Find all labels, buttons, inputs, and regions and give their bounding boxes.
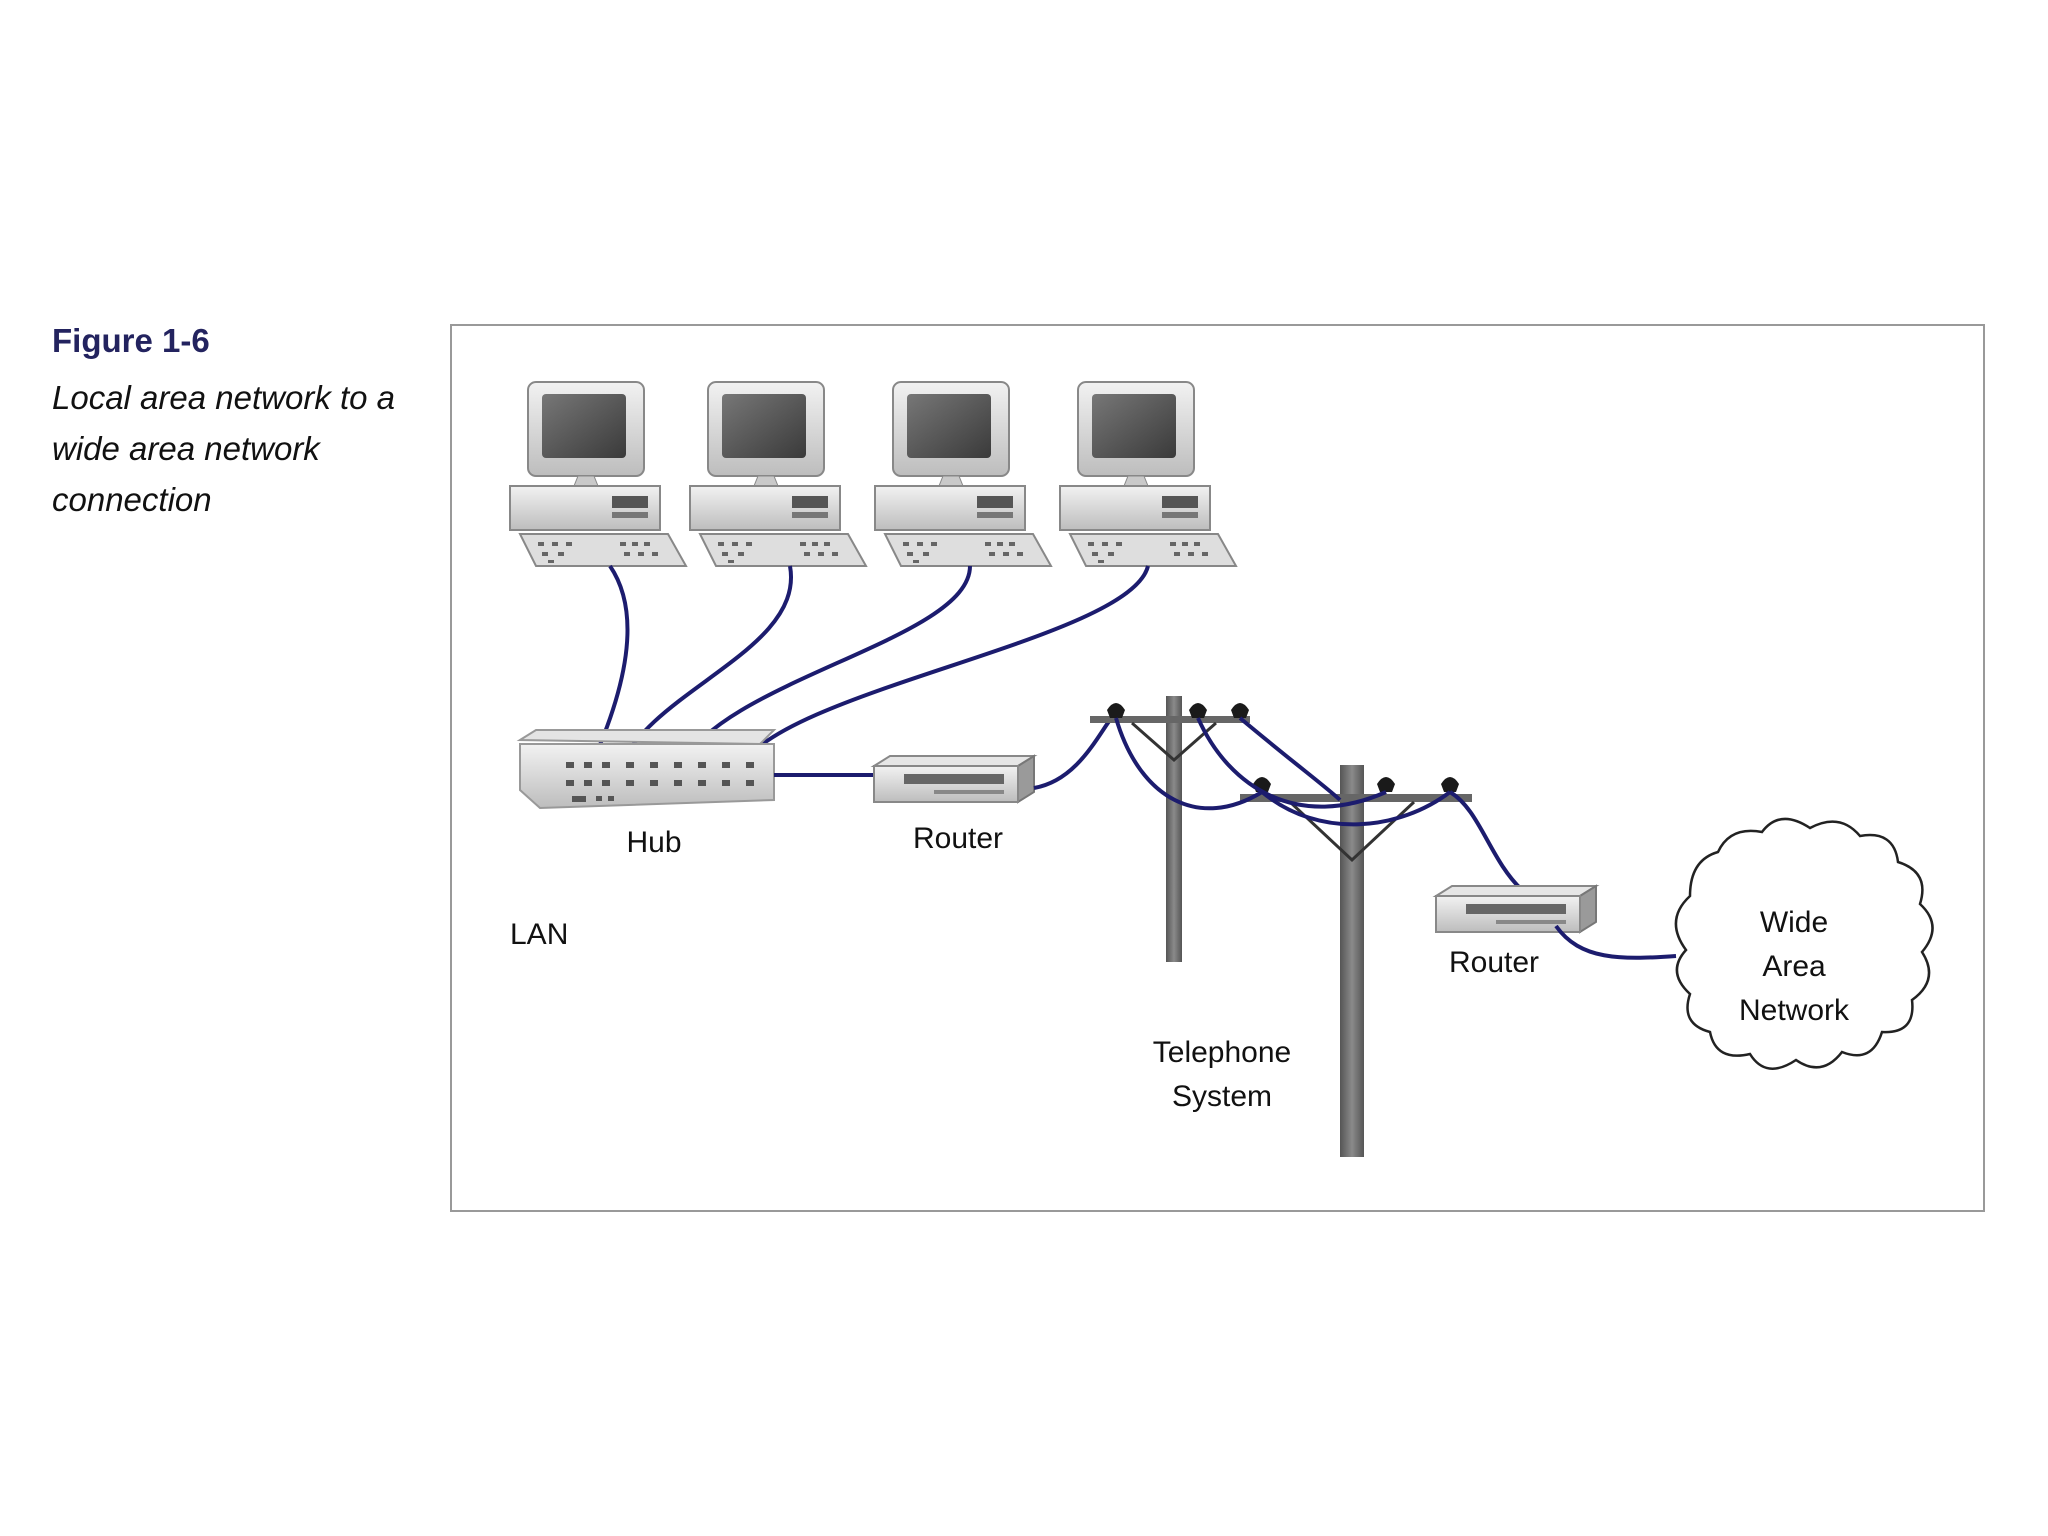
hub-label: Hub (626, 826, 681, 859)
hub-device (516, 729, 777, 810)
wan-cloud (1674, 817, 1934, 1070)
figure-caption: Local area network to a wide area networ… (52, 379, 396, 518)
router-wan-cable (1554, 924, 1677, 960)
router-lan-label: Router (913, 822, 1003, 855)
phone-lines (1114, 716, 1524, 892)
telephone-label-line2: System (1172, 1080, 1272, 1113)
router-lan (873, 755, 1035, 803)
telephone-pole-1 (1090, 696, 1250, 962)
router-wan (1435, 885, 1597, 933)
cable-4 (738, 565, 1150, 769)
figure-number: Figure 1-6 (52, 322, 210, 359)
telephone-pole-2 (1240, 765, 1472, 1157)
wan-label-line2: Area (1762, 950, 1826, 983)
wan-label-line1: Wide (1760, 906, 1828, 939)
router-wan-label: Router (1449, 946, 1539, 979)
telephone-label-line1: Telephone (1153, 1036, 1291, 1069)
wan-label-line3: Network (1739, 994, 1850, 1027)
lan-label: LAN (510, 918, 568, 951)
